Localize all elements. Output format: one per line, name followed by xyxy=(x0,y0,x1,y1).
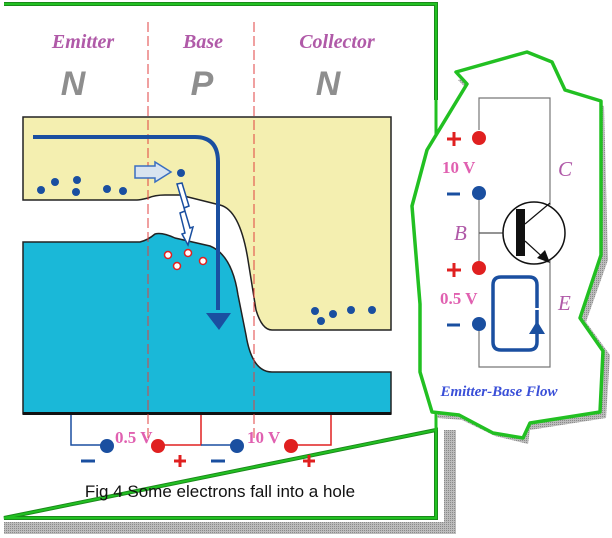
emitter-electrons xyxy=(37,169,185,196)
terminal-label-emitter: E xyxy=(557,291,571,315)
injection-arrow-icon xyxy=(134,160,173,184)
region-type-base: P xyxy=(191,65,214,103)
conduction-band xyxy=(22,116,392,331)
npn-transistor-icon xyxy=(502,201,566,265)
hole xyxy=(163,250,173,260)
loop-arrow-head xyxy=(529,321,545,334)
electron xyxy=(72,188,80,196)
base-holes xyxy=(163,248,208,271)
terminal-label-base: B xyxy=(454,221,467,245)
electron xyxy=(177,169,185,177)
valence-band xyxy=(22,232,392,415)
electron xyxy=(329,310,337,318)
terminal-label-collector: C xyxy=(558,157,573,181)
base-collector-negative-terminal xyxy=(230,439,244,453)
hole xyxy=(183,248,193,258)
electron xyxy=(37,186,45,194)
bottom-supply-positive-terminal xyxy=(472,261,486,275)
hole xyxy=(198,256,208,266)
electron xyxy=(368,306,376,314)
top-supply-positive-terminal xyxy=(472,131,486,145)
top-supply-negative-terminal xyxy=(472,186,486,200)
electron xyxy=(311,307,319,315)
bottom-supply-voltage: 0.5 V xyxy=(440,289,478,308)
region-label-collector: Collector xyxy=(299,31,375,53)
p-region-band xyxy=(22,232,392,415)
base-collector-positive-terminal xyxy=(284,439,298,453)
electron xyxy=(103,185,111,193)
electron xyxy=(119,187,127,195)
emitter-base-negative-terminal xyxy=(100,439,114,453)
region-label-emitter: Emitter xyxy=(51,31,114,53)
figure-caption: Fig 4 Some electrons fall into a hole xyxy=(85,482,355,501)
electron xyxy=(347,306,355,314)
emitter-base-positive-terminal xyxy=(151,439,165,453)
bottom-circuit xyxy=(70,415,332,467)
plus-sign-icon xyxy=(447,132,461,146)
plus-sign-icon xyxy=(174,455,186,467)
plus-sign-icon xyxy=(303,455,315,467)
collector-electrons xyxy=(311,306,376,325)
emitter-base-flow-loop xyxy=(491,275,545,352)
main-frame-shadow xyxy=(4,430,456,534)
region-type-emitter: N xyxy=(61,65,87,103)
recombination-lightning-icon xyxy=(176,182,195,247)
base-collector-voltage: 10 V xyxy=(247,428,281,447)
arrow-head-down xyxy=(206,313,231,330)
region-label-base: Base xyxy=(182,31,223,53)
electron xyxy=(317,317,325,325)
bottom-supply-negative-terminal xyxy=(472,317,486,331)
callout-title: Emitter-Base Flow xyxy=(439,384,558,400)
electron xyxy=(51,178,59,186)
top-supply-voltage: 10 V xyxy=(442,158,476,177)
plus-sign-icon xyxy=(447,263,461,277)
region-type-collector: N xyxy=(316,65,342,103)
emitter-base-voltage: 0.5 V xyxy=(115,428,153,447)
electron xyxy=(73,176,81,184)
callout-circuit xyxy=(472,97,551,368)
emitter-conduction-band xyxy=(22,116,392,331)
electron-flow-arrow xyxy=(33,135,231,330)
hole xyxy=(172,261,182,271)
